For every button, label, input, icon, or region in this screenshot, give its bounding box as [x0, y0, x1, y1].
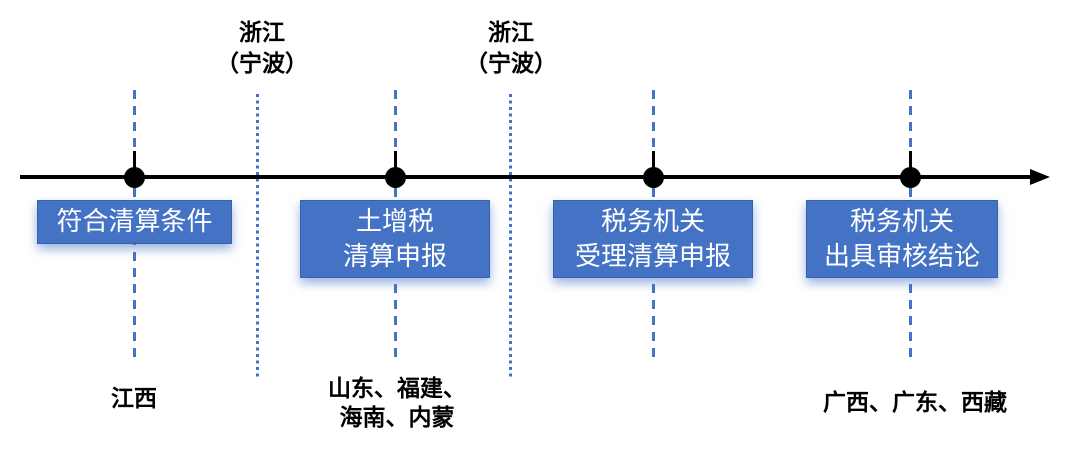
checkpoint-label-line: 浙江: [239, 20, 285, 45]
milestone-dashed-line-upper-1: [132, 90, 136, 175]
stage-box-3: 税务机关 受理清算申报: [553, 200, 753, 278]
milestone-dashed-line-upper-2: [393, 90, 397, 175]
stage-box-4: 税务机关 出具审核结论: [806, 200, 998, 278]
milestone-stem-1: [132, 151, 136, 177]
region-label-line: 海南、内蒙: [339, 405, 455, 430]
checkpoint-dotted-line-2: [509, 94, 512, 378]
milestone-dashed-line-upper-3: [651, 90, 655, 175]
milestone-dot-1: [123, 167, 145, 188]
stage-box-line: 税务机关: [849, 207, 954, 236]
stage-box-line: 清算申报: [342, 242, 447, 271]
checkpoint-label-line: （宁波）: [216, 51, 308, 76]
region-label-line: 山东、福建、: [328, 376, 466, 401]
stage-box-1: 符合清算条件: [37, 200, 232, 244]
milestone-stem-4: [908, 151, 912, 177]
checkpoint-label-line: 浙江: [488, 20, 534, 45]
checkpoint-label-1: 浙江 （宁波）: [187, 17, 337, 79]
arrowhead-icon: [1030, 168, 1050, 185]
stage-box-line: 土增税: [355, 207, 434, 236]
region-label-below-4: 广西、广东、西藏: [785, 388, 1045, 417]
checkpoint-label-2: 浙江 （宁波）: [436, 17, 586, 79]
milestone-dot-3: [642, 167, 664, 188]
region-label-line: 江西: [111, 386, 157, 411]
milestone-dot-2: [384, 167, 406, 188]
stage-box-2: 土增税 清算申报: [300, 200, 490, 278]
milestone-dashed-line-upper-4: [908, 90, 912, 175]
milestone-stem-3: [651, 151, 655, 177]
stage-box-line: 出具审核结论: [823, 242, 980, 271]
stage-box-line: 税务机关: [600, 207, 705, 236]
region-label-below-1: 江西: [59, 384, 209, 413]
region-label-below-2: 山东、福建、 海南、内蒙: [307, 374, 487, 432]
region-label-line: 广西、广东、西藏: [823, 390, 1007, 415]
checkpoint-label-line: （宁波）: [465, 51, 557, 76]
milestone-dashed-line-lower-1: [132, 188, 136, 360]
timeline-axis: [20, 175, 1034, 179]
checkpoint-dotted-line-1: [256, 94, 259, 378]
stage-box-line: 符合清算条件: [56, 207, 213, 236]
milestone-dot-4: [899, 167, 921, 188]
milestone-stem-2: [393, 151, 397, 177]
stage-box-line: 受理清算申报: [574, 242, 731, 271]
